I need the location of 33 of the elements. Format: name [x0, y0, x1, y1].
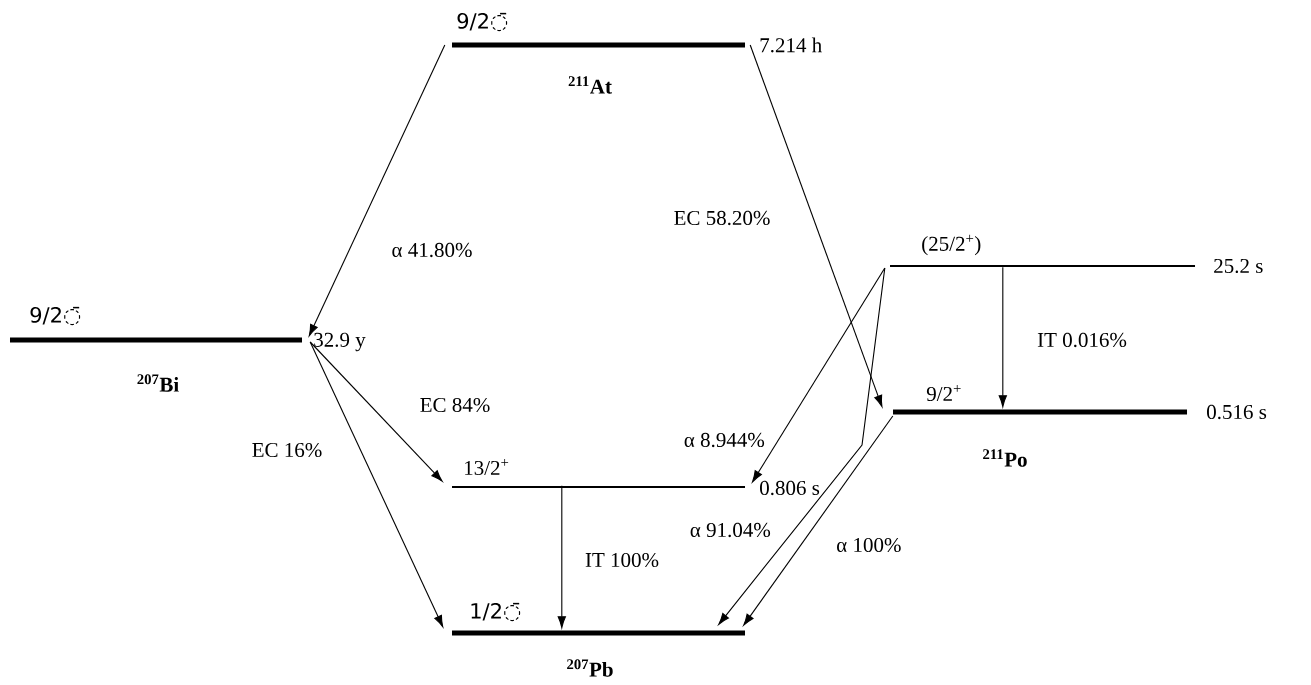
half-life-label: 32.9 y	[314, 332, 366, 352]
edge-label: IT 100%	[584, 551, 661, 569]
spin-label: 1/2◌̄	[471, 602, 521, 622]
decay-arrow	[749, 44, 883, 408]
decay-arrow	[308, 44, 446, 337]
edge-label: α 91.04%	[688, 521, 772, 539]
edge-label: EC 84%	[418, 396, 492, 414]
edge-label: IT 0.016%	[1036, 331, 1128, 349]
nuclide-label: $^{211}$Po	[983, 449, 1027, 467]
decay-arrow	[743, 415, 894, 626]
nuclide-label: $^{207}$Pb	[567, 659, 613, 677]
edge-label: α 8.944%	[682, 431, 766, 449]
spin-label: 9/2◌̄	[30, 306, 81, 326]
edge-label: α 41.80%	[390, 241, 474, 259]
spin-label: 13/2$^{+}$	[465, 459, 509, 475]
spin-label: 9/2◌̄	[457, 12, 508, 32]
half-life-label: 0.516 s	[1207, 404, 1267, 420]
decay-arrow	[752, 267, 886, 483]
spin-label: 9/2$^{+}$	[926, 385, 961, 401]
edge-label: EC 58.20%	[672, 209, 772, 227]
half-life-label: 0.806 s	[760, 480, 820, 496]
nuclide-label: $^{207}$Bi	[137, 374, 179, 392]
edge-label: α 100%	[835, 536, 903, 554]
half-life-label: 7.214 h	[760, 37, 822, 53]
decay-arrow	[998, 266, 1007, 408]
nuclide-label: $^{211}$At	[568, 76, 612, 94]
decay-arrow	[309, 341, 443, 482]
edge-label: EC 16%	[250, 441, 324, 459]
half-life-label: 25.2 s	[1214, 258, 1263, 274]
decay-arrow	[718, 267, 886, 625]
decay-arrow	[557, 485, 566, 629]
decay-arrow	[309, 341, 444, 628]
spin-label: (25/2$^{+}$)	[922, 234, 981, 256]
